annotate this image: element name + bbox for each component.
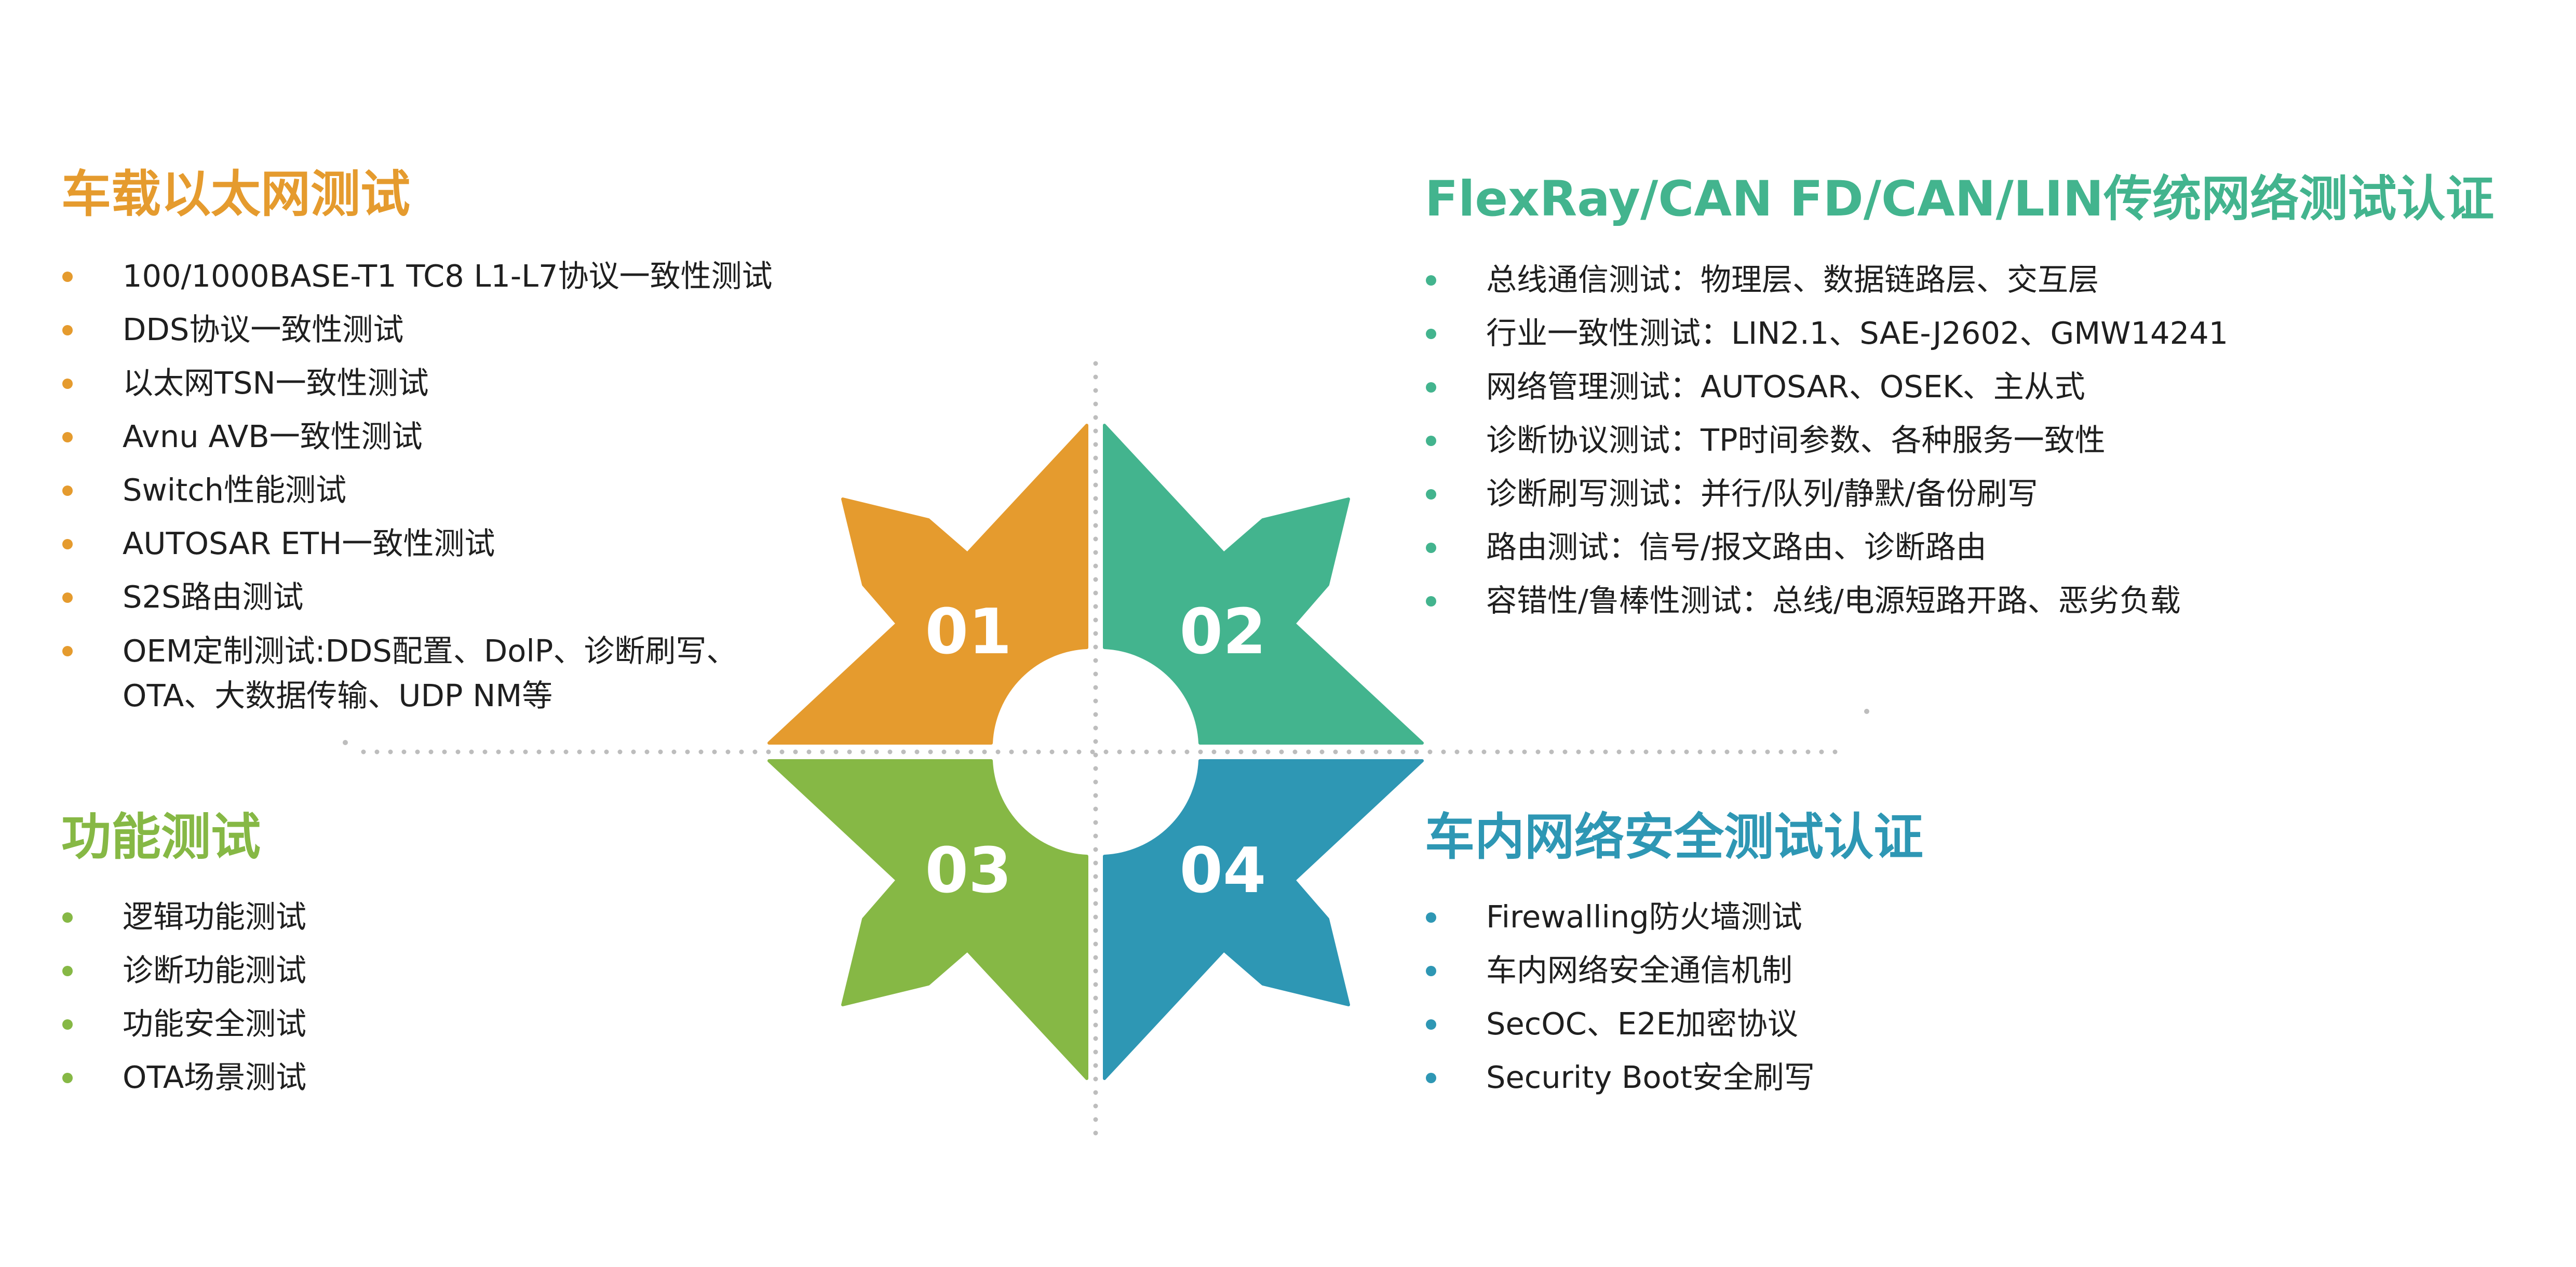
list-item-text: 以太网TSN一致性测试 (123, 365, 429, 401)
bullet-dot (1426, 596, 1436, 607)
bullet-dot (1426, 543, 1436, 554)
list-item-text: DDS协议一致性测试 (123, 311, 404, 347)
bullet-dot (62, 645, 73, 656)
list-item-text: AUTOSAR ETH一致性测试 (123, 525, 495, 561)
bullet-list: 100/1000BASE-T1 TC8 L1-L7协议一致性测试 DDS协议一致性… (61, 254, 773, 718)
list-item-text: OTA、大数据传输、UDP NM等 (123, 677, 553, 713)
list-item: Switch性能测试 (61, 468, 773, 512)
section-ethernet: 车载以太网测试 100/1000BASE-T1 TC8 L1-L7协议一致性测试… (61, 167, 773, 728)
list-item: 诊断协议测试：TP时间参数、各种服务一致性 (1425, 419, 2494, 462)
list-item-text: 行业一致性测试：LIN2.1、SAE-J2602、GMW14241 (1486, 315, 2229, 352)
section-function: 功能测试 逻辑功能测试诊断功能测试功能安全测试 OTA场景测试 (61, 810, 306, 1109)
bullet-dot (62, 325, 73, 335)
quadrant-number-04: 04 (1180, 835, 1266, 907)
bullet-dot (62, 592, 73, 603)
bullet-dot (62, 538, 73, 549)
section-title: 功能测试 (61, 808, 261, 866)
quadrant-01-arrow (767, 424, 1088, 745)
list-item-text: Avnu AVB一致性测试 (123, 418, 423, 454)
bullet-dot (1426, 382, 1436, 393)
list-item: 诊断功能测试 (61, 949, 306, 992)
section-flexray: FlexRay/CAN FD/CAN/LIN传统网络测试认证 总线通信测试：物理… (1425, 172, 2494, 632)
bullet-dot (1426, 329, 1436, 340)
list-item: 总线通信测试：物理层、数据链路层、交互层 (1425, 258, 2494, 302)
list-item: Security Boot安全刷写 (1425, 1056, 1923, 1099)
bullet-dot (1426, 489, 1436, 500)
list-item-text: 车内网络安全通信机制 (1486, 952, 1793, 988)
list-item: 网络管理测试：AUTOSAR、OSEK、主从式 (1425, 365, 2494, 409)
list-item-text: 总线通信测试：物理层、数据链路层、交互层 (1486, 262, 2099, 298)
bullet-dot (62, 378, 73, 389)
bullet-dot (1426, 1072, 1436, 1083)
bullet-dot (1426, 1019, 1436, 1030)
list-item-text: 网络管理测试：AUTOSAR、OSEK、主从式 (1486, 369, 2085, 405)
bullet-dot (62, 432, 73, 442)
list-item: SecOC、E2E加密协议 (1425, 1002, 1923, 1046)
list-item: OEM定制测试:DDS配置、DolP、诊断刷写、 OTA、大数据传输、UDP NM… (61, 629, 773, 718)
list-item: 路由测试：信号/报文路由、诊断路由 (1425, 525, 2494, 569)
list-item: AUTOSAR ETH一致性测试 (61, 522, 773, 565)
list-item-text: S2S路由测试 (123, 578, 304, 615)
list-item: S2S路由测试 (61, 575, 773, 619)
bullet-dot (1426, 275, 1436, 286)
list-item: DDS协议一致性测试 (61, 308, 773, 352)
quadrant-02-arrow (1103, 424, 1424, 745)
list-item-text: 功能安全测试 (123, 1005, 307, 1042)
list-item: Firewalling防火墙测试 (1425, 895, 1923, 939)
bullet-dot (62, 1072, 73, 1083)
list-item: 车内网络安全通信机制 (1425, 949, 1923, 992)
quadrant-number-02: 02 (1180, 596, 1266, 668)
bullet-list: 总线通信测试：物理层、数据链路层、交互层行业一致性测试：LIN2.1、SAE-J… (1425, 258, 2494, 623)
bullet-dot (62, 485, 73, 496)
list-item: Avnu AVB一致性测试 (61, 415, 773, 459)
bullet-dot (62, 965, 73, 976)
list-item: 行业一致性测试：LIN2.1、SAE-J2602、GMW14241 (1425, 312, 2494, 355)
list-item-text: 诊断刷写测试：并行/队列/静默/备份刷写 (1486, 476, 2038, 512)
list-item-text: SecOC、E2E加密协议 (1486, 1005, 1798, 1042)
list-item-text: 容错性/鲁棒性测试：总线/电源短路开路、恶劣负载 (1486, 583, 2181, 619)
list-item-text: Security Boot安全刷写 (1486, 1059, 1815, 1095)
section-security: 车内网络安全测试认证 Firewalling防火墙测试车内网络安全通信机制 Sec… (1425, 810, 1923, 1109)
list-item-text: OTA场景测试 (123, 1059, 307, 1095)
list-item: 功能安全测试 (61, 1002, 306, 1046)
dotted-line-end-dot (343, 740, 348, 745)
bullet-list: Firewalling防火墙测试车内网络安全通信机制 SecOC、E2E加密协议 S… (1425, 895, 1923, 1099)
list-item-text: Switch性能测试 (123, 471, 347, 508)
quadrant-04-arrow (1103, 759, 1424, 1080)
section-title: 车载以太网测试 (61, 165, 410, 223)
list-item-text: 逻辑功能测试 (123, 898, 307, 935)
bullet-dot (62, 271, 73, 282)
bullet-list: 逻辑功能测试诊断功能测试功能安全测试 OTA场景测试 (61, 895, 306, 1099)
section-title: 车内网络安全测试认证 (1425, 808, 1923, 866)
list-item: 100/1000BASE-T1 TC8 L1-L7协议一致性测试 (61, 254, 773, 298)
section-title: FlexRay/CAN FD/CAN/LIN传统网络测试认证 (1425, 171, 2494, 227)
list-item: 诊断刷写测试：并行/队列/静默/备份刷写 (1425, 472, 2494, 516)
list-item: 以太网TSN一致性测试 (61, 361, 773, 405)
bullet-dot (62, 1019, 73, 1030)
list-item-text: 诊断功能测试 (123, 952, 307, 988)
list-item: OTA场景测试 (61, 1056, 306, 1099)
list-item-text: 路由测试：信号/报文路由、诊断路由 (1486, 529, 1987, 565)
list-item-text: OEM定制测试:DDS配置、DolP、诊断刷写、 (123, 632, 737, 669)
list-item-text: 诊断协议测试：TP时间参数、各种服务一致性 (1486, 422, 2106, 459)
quadrant-03-arrow (767, 759, 1088, 1080)
quadrant-number-01: 01 (925, 596, 1012, 668)
list-item-text: 100/1000BASE-T1 TC8 L1-L7协议一致性测试 (123, 258, 773, 294)
dotted-line-end-dot (1864, 709, 1869, 714)
list-item-text: Firewalling防火墙测试 (1486, 898, 1802, 935)
bullet-dot (1426, 965, 1436, 976)
bullet-dot (62, 912, 73, 923)
list-item: 逻辑功能测试 (61, 895, 306, 939)
bullet-dot (1426, 912, 1436, 923)
quadrant-number-03: 03 (925, 835, 1012, 907)
bullet-dot (1426, 436, 1436, 447)
list-item: 容错性/鲁棒性测试：总线/电源短路开路、恶劣负载 (1425, 579, 2494, 623)
